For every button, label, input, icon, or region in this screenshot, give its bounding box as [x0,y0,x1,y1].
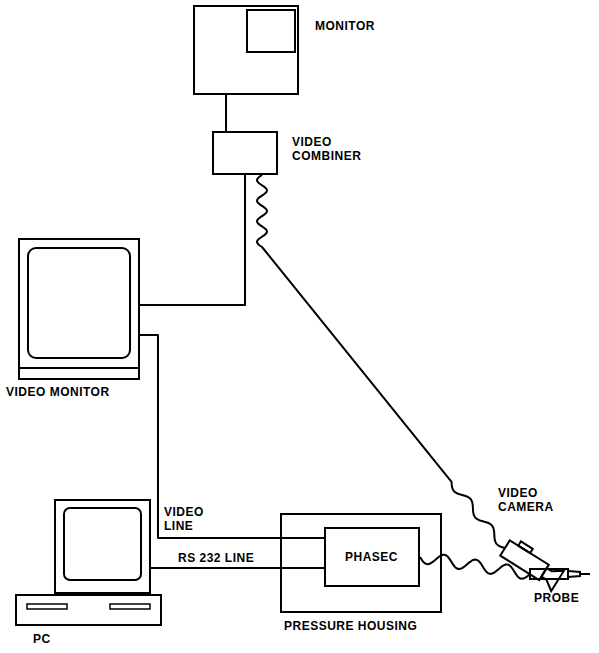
pc-screen [64,508,141,580]
node-label: VIDEO MONITOR [6,385,110,399]
drive-slot [27,604,67,609]
videoMonitor-drawing [18,238,140,380]
pc-monitor [55,500,150,593]
node-label: PROBE [534,591,579,605]
node-label: VIDEO COMBINER [292,135,376,163]
monitor-base [19,367,139,369]
cable [140,335,324,538]
pc-base [16,595,161,625]
video-combiner: VIDEO COMBINER [212,131,278,175]
pc-drawing [15,498,163,628]
probe-body [530,569,568,579]
node-label: MONITOR [315,19,375,33]
node-label: PC [33,632,51,646]
monitorInset-drawing [195,7,297,93]
phasec-box: PHASEC [324,527,420,587]
cable [257,175,505,548]
camera-body [499,536,565,591]
node-label: PRESSURE HOUSING [284,619,417,633]
probe-drawing [530,565,592,583]
cable [140,175,245,305]
probe-neck [568,571,580,577]
video-camera: VIDEO CAMERA [480,486,575,586]
video-monitor: VIDEO MONITOR [18,238,140,380]
drive-slot [110,604,150,609]
inset-window [247,10,295,52]
probe-tip [580,573,590,575]
cable [225,95,227,131]
probe: PROBE [530,565,592,583]
pressure-housing: PHASECPRESSURE HOUSING [280,513,442,613]
line-label: RS 232 LINE [176,551,256,565]
node-label: VIDEO CAMERA [498,486,560,514]
monitor-case [19,239,139,379]
cable [150,567,324,569]
monitor-screen [28,248,130,358]
pc: PC [15,498,163,628]
monitor: MONITOR [193,5,299,95]
cable [420,555,530,579]
node-label: PHASEC [345,550,398,564]
line-label: VIDEO LINE [162,505,214,533]
